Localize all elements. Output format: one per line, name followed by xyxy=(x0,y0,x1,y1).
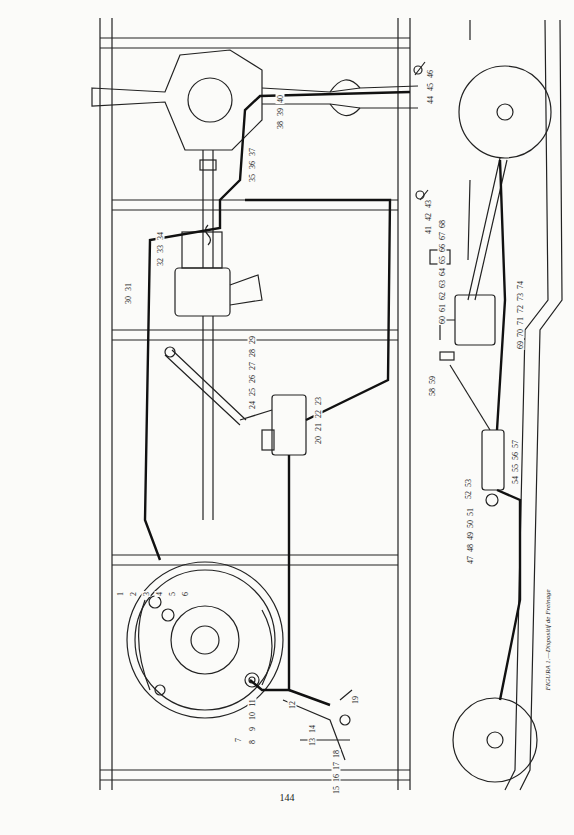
callout-number: 44 xyxy=(426,95,435,105)
callout-number: 8 xyxy=(248,739,257,745)
callout-number: 55 xyxy=(511,463,520,473)
callout-number: 66 xyxy=(438,243,447,253)
callout-number: 17 xyxy=(332,761,341,771)
callout-number: 2 xyxy=(129,591,138,597)
callout-number: 4 xyxy=(155,591,164,597)
callout-number: 23 xyxy=(314,396,323,406)
callout-number: 71 xyxy=(516,316,525,326)
callout-number: 68 xyxy=(438,219,447,229)
page-number: 144 xyxy=(279,793,296,802)
callout-number: 40 xyxy=(276,94,285,104)
callout-number: 70 xyxy=(516,328,525,338)
callout-number: 72 xyxy=(516,304,525,314)
callout-number: 15 xyxy=(332,785,341,795)
callout-number: 6 xyxy=(181,591,190,597)
callout-number: 64 xyxy=(438,267,447,277)
callout-number: 13 xyxy=(308,737,317,747)
callout-number: 42 xyxy=(424,212,433,222)
callout-number: 62 xyxy=(438,291,447,301)
callout-number: 30 xyxy=(124,295,133,305)
callout-number: 31 xyxy=(124,282,133,292)
callout-number: 34 xyxy=(156,231,165,241)
caption: FIGURA 1.—Dispositif de Freinage xyxy=(544,588,553,691)
callout-number: 12 xyxy=(288,700,297,710)
callout-number: 35 xyxy=(248,173,257,183)
callout-number: 27 xyxy=(248,361,257,371)
callout-number: 18 xyxy=(332,749,341,759)
callout-number: 53 xyxy=(464,478,473,488)
callout-number: 10 xyxy=(248,711,257,721)
callout-number: 28 xyxy=(248,348,257,358)
callout-number: 33 xyxy=(156,244,165,254)
callout-number: 11 xyxy=(248,698,257,708)
callout-number: 65 xyxy=(438,255,447,265)
callout-number: 20 xyxy=(314,435,323,445)
callout-number: 19 xyxy=(351,695,360,705)
callout-number: 36 xyxy=(248,160,257,170)
callout-number: 22 xyxy=(314,409,323,419)
callout-number: 49 xyxy=(466,531,475,541)
callout-number: 52 xyxy=(464,490,473,500)
callout-number: 25 xyxy=(248,387,257,397)
callout-number: 3 xyxy=(142,591,151,597)
callout-number: 5 xyxy=(168,591,177,597)
callout-number: 58 xyxy=(428,387,437,397)
callout-number: 59 xyxy=(428,375,437,385)
callout-number: 14 xyxy=(308,724,317,734)
callout-number: 48 xyxy=(466,543,475,553)
callout-number: 32 xyxy=(156,257,165,267)
callout-number: 51 xyxy=(466,507,475,517)
callout-number: 29 xyxy=(248,335,257,345)
callout-number: 61 xyxy=(438,303,447,313)
callout-number: 74 xyxy=(516,280,525,290)
callout-number: 24 xyxy=(248,400,257,410)
callout-number: 21 xyxy=(314,422,323,432)
callout-number: 45 xyxy=(426,82,435,92)
callout-number: 69 xyxy=(516,340,525,350)
callout-number: 67 xyxy=(438,231,447,241)
callout-number: 57 xyxy=(511,439,520,449)
callout-number: 16 xyxy=(332,773,341,783)
callout-number: 50 xyxy=(466,519,475,529)
callout-number: 60 xyxy=(438,315,447,325)
callout-number: 1 xyxy=(116,591,125,597)
callout-number: 41 xyxy=(424,225,433,235)
callout-number: 9 xyxy=(248,726,257,732)
callout-number: 43 xyxy=(424,199,433,209)
callout-number: 39 xyxy=(276,107,285,117)
callout-number: 37 xyxy=(248,147,257,157)
callout-number: 7 xyxy=(234,737,243,743)
callout-number: 38 xyxy=(276,120,285,130)
callout-number: 47 xyxy=(466,555,475,565)
callout-number: 63 xyxy=(438,279,447,289)
callout-number: 73 xyxy=(516,292,525,302)
callout-number: 56 xyxy=(511,451,520,461)
callout-number: 26 xyxy=(248,374,257,384)
callout-number: 54 xyxy=(511,475,520,485)
callout-number: 46 xyxy=(426,69,435,79)
